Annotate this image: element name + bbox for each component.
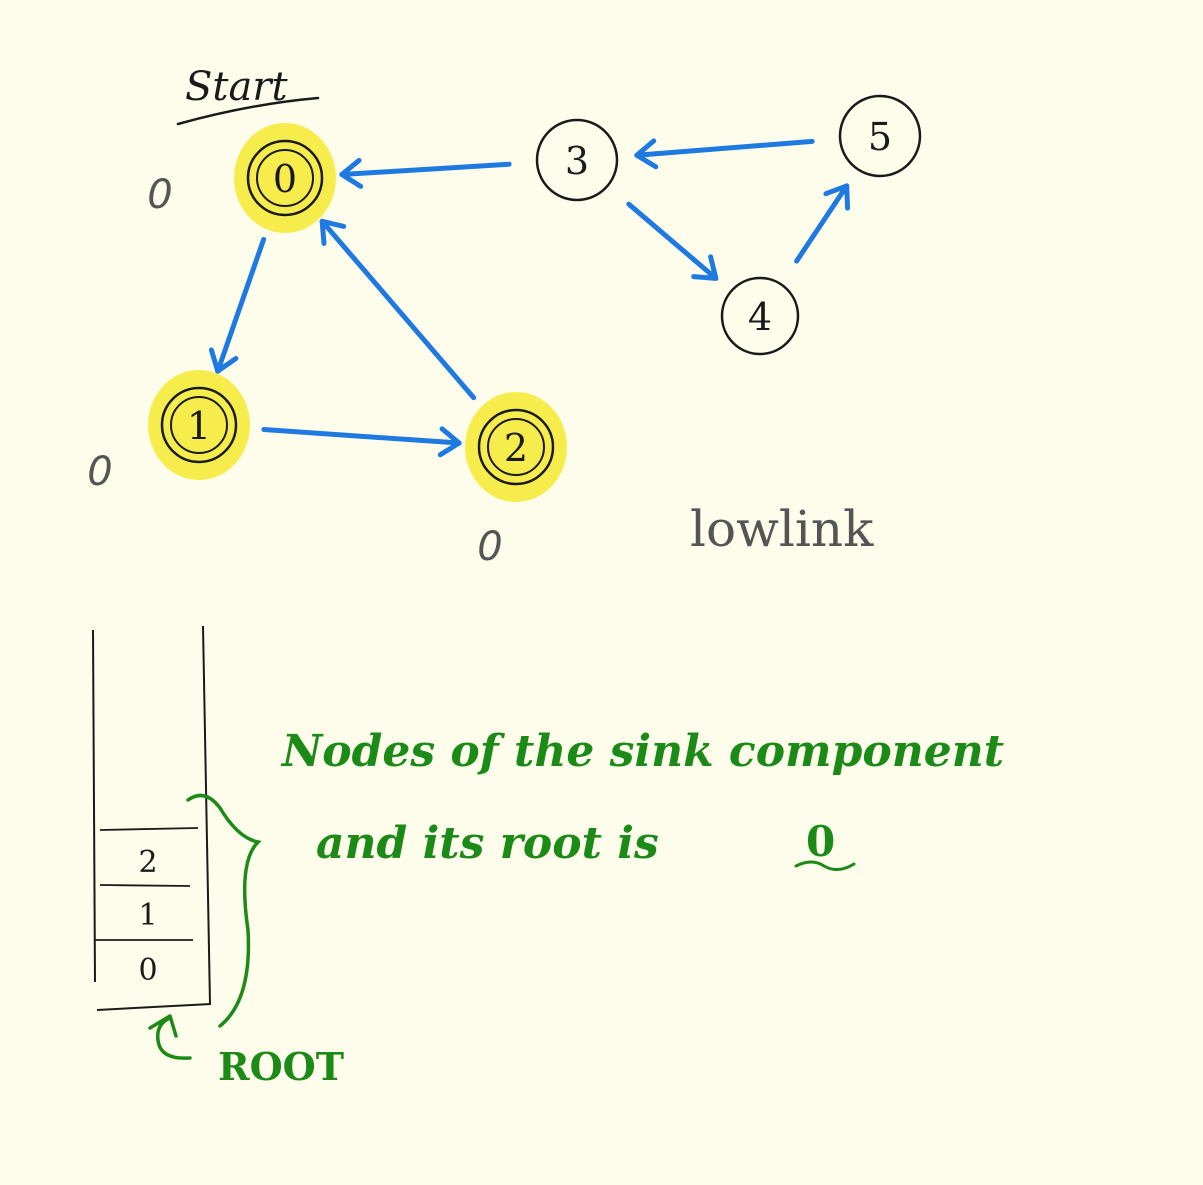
edges-layer [208, 138, 851, 458]
edge-0-to-1-arrowhead [208, 347, 239, 374]
edge-1-to-2-arrowhead [437, 426, 462, 458]
node-5-circle [838, 94, 922, 178]
edge-2-to-0-line [319, 218, 477, 401]
stack: 2 1 0 [92, 625, 212, 1011]
node-2-circle [477, 408, 555, 486]
stack-divider [99, 884, 191, 887]
node-0-label: 0 [273, 157, 297, 201]
node-1: 1 [160, 386, 238, 464]
stack-item: 1 [138, 898, 157, 933]
note-line1: Nodes of the sink component [280, 726, 1004, 777]
lowlink-label: lowlink [690, 500, 874, 558]
node-1-lowlink: 0 [87, 449, 112, 495]
edge-1-to-2 [261, 426, 462, 458]
edge-3-to-0-arrowhead [339, 157, 364, 189]
stack-item: 2 [138, 845, 157, 880]
node-2-lowlink: 0 [477, 524, 502, 570]
edge-0-to-1-line [215, 236, 267, 374]
node-3-label: 3 [565, 139, 589, 183]
node-1-inner-circle [170, 396, 228, 454]
node-2-inner-circle [487, 418, 545, 476]
edge-4-to-5 [794, 183, 851, 264]
node-1-circle [160, 386, 238, 464]
node-5-label: 5 [868, 115, 892, 159]
node-0-inner-circle [256, 149, 314, 207]
edge-4-to-5-line [794, 183, 850, 264]
start-underline [176, 96, 320, 126]
edge-2-to-0 [319, 218, 477, 401]
node-2-label: 2 [504, 426, 528, 470]
note-line2: and its root is [316, 818, 659, 869]
stack-right-wall [202, 625, 211, 1005]
node-1-label: 1 [187, 404, 211, 448]
node-5: 5 [838, 94, 922, 178]
node-4-label: 4 [748, 295, 772, 339]
root-arrow [148, 1014, 192, 1060]
node-3-circle [535, 118, 619, 202]
node-4-circle [720, 276, 800, 356]
stack-divider [99, 827, 199, 831]
node-0-circle [246, 139, 324, 217]
node-4: 4 [720, 276, 800, 356]
edge-3-to-4 [626, 201, 719, 281]
edge-3-to-0-line [339, 161, 512, 177]
edge-3-to-4-arrowhead [691, 254, 719, 281]
edge-3-to-0 [339, 157, 512, 189]
stack-item: 0 [138, 953, 157, 988]
green-brace [186, 793, 262, 1028]
lowlink-layer: 0 0 0 [87, 172, 502, 570]
node-0-lowlink: 0 [147, 172, 172, 218]
stack-items: 2 1 0 [138, 845, 157, 988]
node-2: 2 [477, 408, 555, 486]
edge-5-to-3 [634, 138, 815, 170]
edge-2-to-0-arrowhead [319, 218, 347, 246]
nodes-layer: 0 1 2 3 4 5 [160, 94, 922, 486]
edge-3-to-4-line [626, 201, 719, 281]
stack-bottom [96, 1003, 212, 1011]
node-0: 0 [246, 139, 324, 217]
edge-4-to-5-arrowhead [823, 183, 851, 211]
note-root-value: 0 [806, 817, 835, 866]
edge-0-to-1 [208, 236, 267, 374]
note-root-underline [794, 860, 856, 871]
node-3: 3 [535, 118, 619, 202]
edge-1-to-2-line [261, 427, 462, 446]
root-label: ROOT [218, 1044, 344, 1089]
edge-5-to-3-line [634, 138, 815, 158]
start-label: Start [185, 64, 288, 110]
stack-left-wall [92, 629, 96, 983]
edge-5-to-3-arrowhead [634, 138, 659, 170]
